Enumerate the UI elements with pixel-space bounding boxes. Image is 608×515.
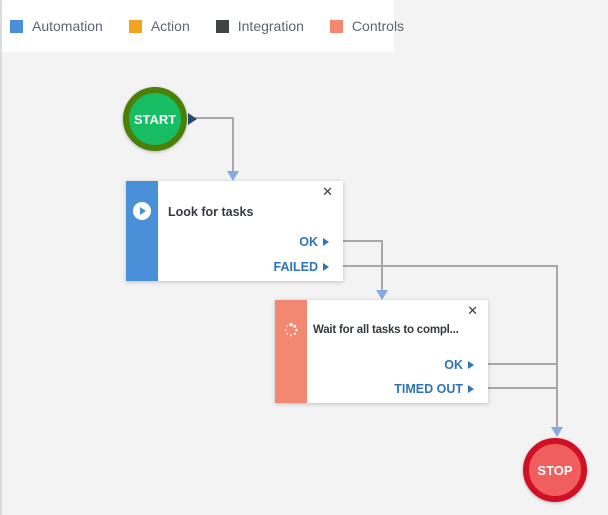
automation-swatch-icon [10, 19, 23, 33]
stop-node-label: STOP [537, 462, 573, 478]
connector-start-to-look [232, 117, 234, 171]
legend-bar: Automation Action Integration Controls [2, 0, 404, 52]
task-node-wait-for-all-tasks[interactable]: ✕ Wait for all tasks to compl... OK TIME… [275, 300, 488, 403]
legend-label: Integration [237, 18, 304, 34]
output-label: OK [299, 235, 318, 249]
controls-swatch-icon [329, 19, 343, 33]
output-arrow-icon [468, 361, 474, 369]
connector-wait-timedout-to-stop [488, 387, 557, 389]
stop-entry-arrow-icon [551, 427, 563, 437]
output-port-ok[interactable]: OK [444, 357, 474, 373]
task-node-look-for-tasks[interactable]: ✕ Look for tasks OK FAILED [126, 181, 343, 281]
start-exit-arrow-icon [188, 113, 197, 125]
output-port-timed-out[interactable]: TIMED OUT [394, 381, 474, 397]
node-title: Wait for all tasks to compl... [313, 324, 459, 336]
node-category-sidebar [275, 300, 307, 403]
legend-label: Automation [32, 18, 103, 34]
close-icon[interactable]: ✕ [467, 303, 478, 318]
legend-item-controls: Controls [329, 18, 405, 34]
connector-look-ok-to-wait [343, 240, 383, 242]
connector-start-to-look [195, 117, 234, 119]
output-arrow-icon [323, 238, 329, 246]
spinner-icon [283, 322, 299, 343]
connector-look-failed-to-stop [343, 265, 557, 267]
action-swatch-icon [128, 19, 142, 33]
close-icon[interactable]: ✕ [322, 184, 333, 199]
output-arrow-icon [323, 263, 329, 271]
integration-swatch-icon [215, 19, 229, 33]
legend-item-integration: Integration [215, 18, 304, 34]
start-node-label: START [133, 111, 177, 127]
output-label: OK [444, 358, 463, 372]
start-node[interactable]: START [123, 87, 187, 151]
look-entry-arrow-icon [227, 171, 239, 181]
legend-label: Controls [351, 18, 405, 34]
output-label: TIMED OUT [394, 382, 463, 396]
connector-to-stop [556, 265, 558, 427]
output-label: FAILED [273, 260, 318, 274]
node-category-sidebar [126, 181, 158, 281]
legend-label: Action [150, 18, 190, 34]
output-arrow-icon [468, 385, 474, 393]
connector-wait-ok-to-stop [488, 363, 557, 365]
output-port-failed[interactable]: FAILED [274, 259, 329, 275]
output-port-ok[interactable]: OK [299, 234, 329, 250]
play-circle-icon [133, 202, 151, 220]
wait-entry-arrow-icon [376, 290, 388, 300]
legend-item-automation: Automation [10, 18, 103, 34]
node-title: Look for tasks [168, 205, 254, 219]
stop-node[interactable]: STOP [523, 438, 587, 502]
legend-item-action: Action [128, 18, 190, 34]
